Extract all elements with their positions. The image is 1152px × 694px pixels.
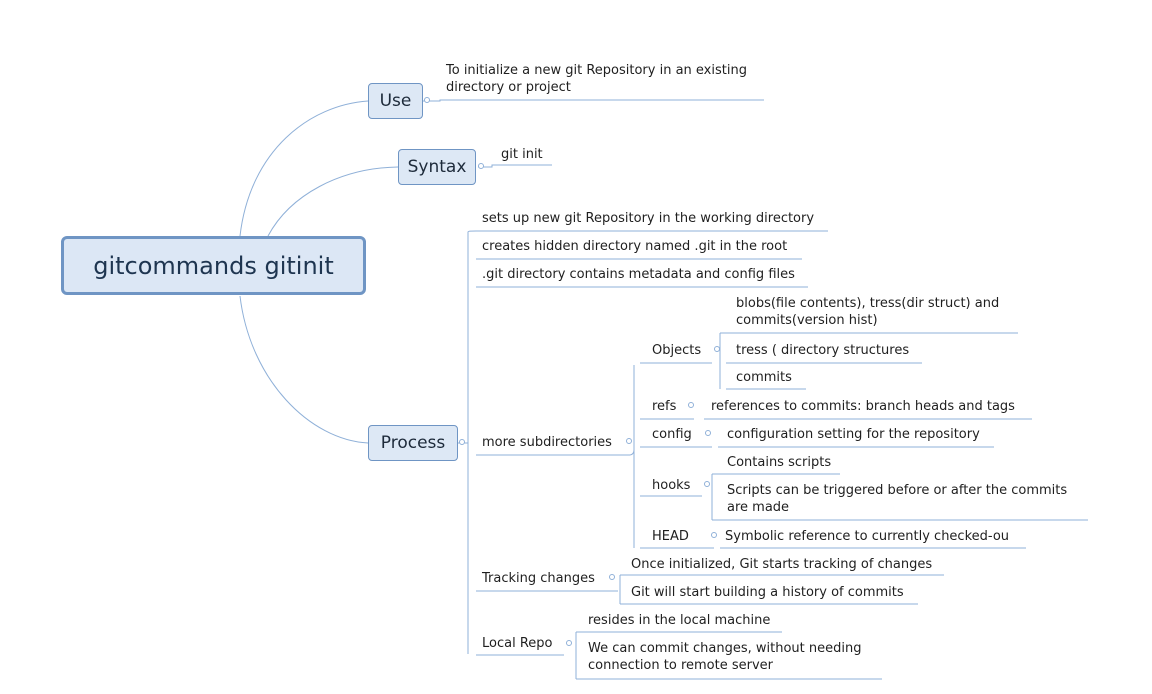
branch-syntax[interactable]: Syntax — [398, 149, 476, 185]
branch-syntax-label: Syntax — [407, 157, 467, 177]
subdirs-label: more subdirectories — [482, 435, 612, 450]
config-label: config — [652, 427, 692, 442]
use-text: To initialize a new git Repository in an… — [446, 63, 747, 95]
tracking-label: Tracking changes — [482, 571, 595, 586]
collapse-toggle[interactable] — [459, 439, 465, 445]
local-commit: We can commit changes, without needing c… — [588, 641, 862, 673]
collapse-toggle[interactable] — [714, 346, 720, 352]
tracking-initialized: Once initialized, Git starts tracking of… — [631, 557, 933, 572]
syntax-text: git init — [501, 147, 543, 162]
objects-commits: commits — [736, 370, 792, 385]
branch-use[interactable]: Use — [368, 83, 423, 119]
objects-label: Objects — [652, 343, 702, 358]
collapse-toggle[interactable] — [705, 430, 711, 436]
collapse-toggle[interactable] — [566, 640, 572, 646]
root-label: gitcommands gitinit — [93, 251, 334, 280]
process-hidden: creates hidden directory named .git in t… — [482, 239, 788, 254]
head-label: HEAD — [652, 529, 689, 544]
process-setup: sets up new git Repository in the workin… — [482, 211, 815, 226]
collapse-toggle[interactable] — [688, 402, 694, 408]
collapse-toggle[interactable] — [609, 574, 615, 580]
local-label: Local Repo — [482, 636, 553, 651]
collapse-toggle[interactable] — [478, 163, 484, 169]
refs-text: references to commits: branch heads and … — [711, 399, 1015, 414]
hooks-scripts: Contains scripts — [727, 455, 832, 470]
config-text: configuration setting for the repository — [727, 427, 980, 442]
collapse-toggle[interactable] — [704, 481, 710, 487]
collapse-toggle[interactable] — [711, 532, 717, 538]
process-metadata: .git directory contains metadata and con… — [482, 267, 795, 282]
root-node[interactable]: gitcommands gitinit — [61, 236, 366, 295]
branch-process-label: Process — [380, 433, 446, 453]
local-machine: resides in the local machine — [588, 613, 771, 628]
hooks-triggered: Scripts can be triggered before or after… — [727, 483, 1068, 515]
hooks-label: hooks — [652, 478, 691, 493]
branch-use-label: Use — [379, 91, 412, 111]
head-text: Symbolic reference to currently checked-… — [725, 529, 1010, 544]
tracking-history: Git will start building a history of com… — [631, 585, 904, 600]
objects-blobs: blobs(file contents), tress(dir struct) … — [736, 296, 1000, 328]
refs-label: refs — [652, 399, 677, 414]
collapse-toggle[interactable] — [424, 97, 430, 103]
branch-process[interactable]: Process — [368, 425, 458, 461]
objects-tress: tress ( directory structures — [736, 343, 910, 358]
collapse-toggle[interactable] — [626, 438, 632, 444]
